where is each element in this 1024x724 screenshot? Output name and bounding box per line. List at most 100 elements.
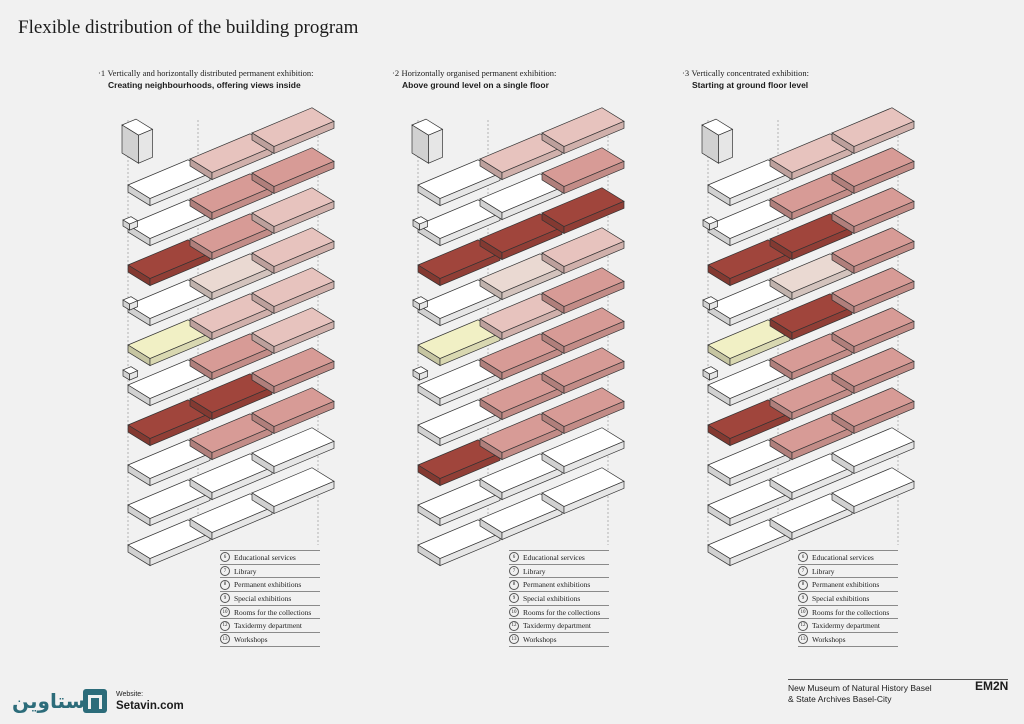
floor-segment [707, 199, 791, 247]
floor-segment [417, 279, 501, 327]
footer-credit: New Museum of Natural History Basel & St… [788, 683, 932, 704]
small-core-cube [122, 296, 139, 311]
column-heading-2: ·2 Horizontally organised permanent exhi… [392, 68, 557, 90]
small-core-cube [702, 216, 719, 231]
floor-segment [769, 373, 853, 421]
floor-segment [417, 239, 501, 287]
floor-segment [251, 227, 335, 275]
stair-core-block [121, 118, 154, 164]
floor-segment [189, 293, 273, 341]
floor-segment [189, 173, 273, 221]
floor-segment [831, 347, 915, 395]
floor-segment [127, 159, 211, 207]
floor-segment [251, 107, 335, 155]
floor-segment [479, 253, 563, 301]
logo-website-label: Website: [116, 691, 144, 698]
floor-segment [707, 279, 791, 327]
floor-segment [707, 519, 791, 567]
floor-segment [417, 159, 501, 207]
floor-segment [541, 227, 625, 275]
floor-segment [189, 493, 273, 541]
brand-mark: EM2N [975, 679, 1009, 693]
floor-segment [127, 439, 211, 487]
small-core-cube [412, 216, 429, 231]
floor-segment [417, 399, 501, 447]
floor-segment [189, 213, 273, 261]
watermark-logo: ستاوین Website: Setavin.com [0, 685, 200, 721]
floor-segment [707, 359, 791, 407]
floor-segment [707, 239, 791, 287]
floor-segment [479, 293, 563, 341]
floor-segment [189, 333, 273, 381]
floor-segment [707, 159, 791, 207]
small-core-cube [412, 296, 429, 311]
small-core-cube [702, 296, 719, 311]
floor-segment [127, 519, 211, 567]
floor-segment [769, 333, 853, 381]
floor-segment [127, 279, 211, 327]
logo-website-link[interactable]: Setavin.com [116, 700, 184, 712]
floor-segment [541, 267, 625, 315]
floor-segment [831, 147, 915, 195]
floor-segment [769, 213, 853, 261]
floor-segment [831, 427, 915, 475]
floor-segment [541, 467, 625, 515]
floor-segment [707, 399, 791, 447]
floor-segment [769, 493, 853, 541]
floor-segment [127, 319, 211, 367]
floor-segment [769, 133, 853, 181]
floor-segment [831, 267, 915, 315]
floor-segment [189, 133, 273, 181]
floor-segment [541, 347, 625, 395]
logo-mark-icon [83, 689, 107, 713]
floor-segment [769, 173, 853, 221]
logo-arabic-text: ستاوین [12, 689, 86, 713]
floor-segment [251, 147, 335, 195]
floor-segment [251, 307, 335, 355]
column-heading-3: ·3 Vertically concentrated exhibition: S… [682, 68, 810, 90]
small-core-cube [412, 366, 429, 381]
column-heading-1: ·1 Vertically and horizontally distribut… [98, 68, 314, 90]
floor-segment [479, 453, 563, 501]
stair-core-block [701, 118, 734, 164]
floor-segment [479, 213, 563, 261]
floor-segment [707, 439, 791, 487]
floor-segment [251, 347, 335, 395]
floor-segment [831, 227, 915, 275]
floor-segment [831, 187, 915, 235]
floor-segment [769, 413, 853, 461]
floor-segment [251, 467, 335, 515]
floor-segment [479, 133, 563, 181]
floor-segment [831, 107, 915, 155]
floor-segment [541, 107, 625, 155]
floor-segment [251, 267, 335, 315]
floor-segment [189, 373, 273, 421]
floor-segment [251, 187, 335, 235]
floor-segment [251, 427, 335, 475]
small-core-cube [702, 366, 719, 381]
floor-segment [417, 439, 501, 487]
floor-segment [417, 519, 501, 567]
floor-segment [189, 413, 273, 461]
floor-segment [707, 319, 791, 367]
small-core-cube [122, 366, 139, 381]
